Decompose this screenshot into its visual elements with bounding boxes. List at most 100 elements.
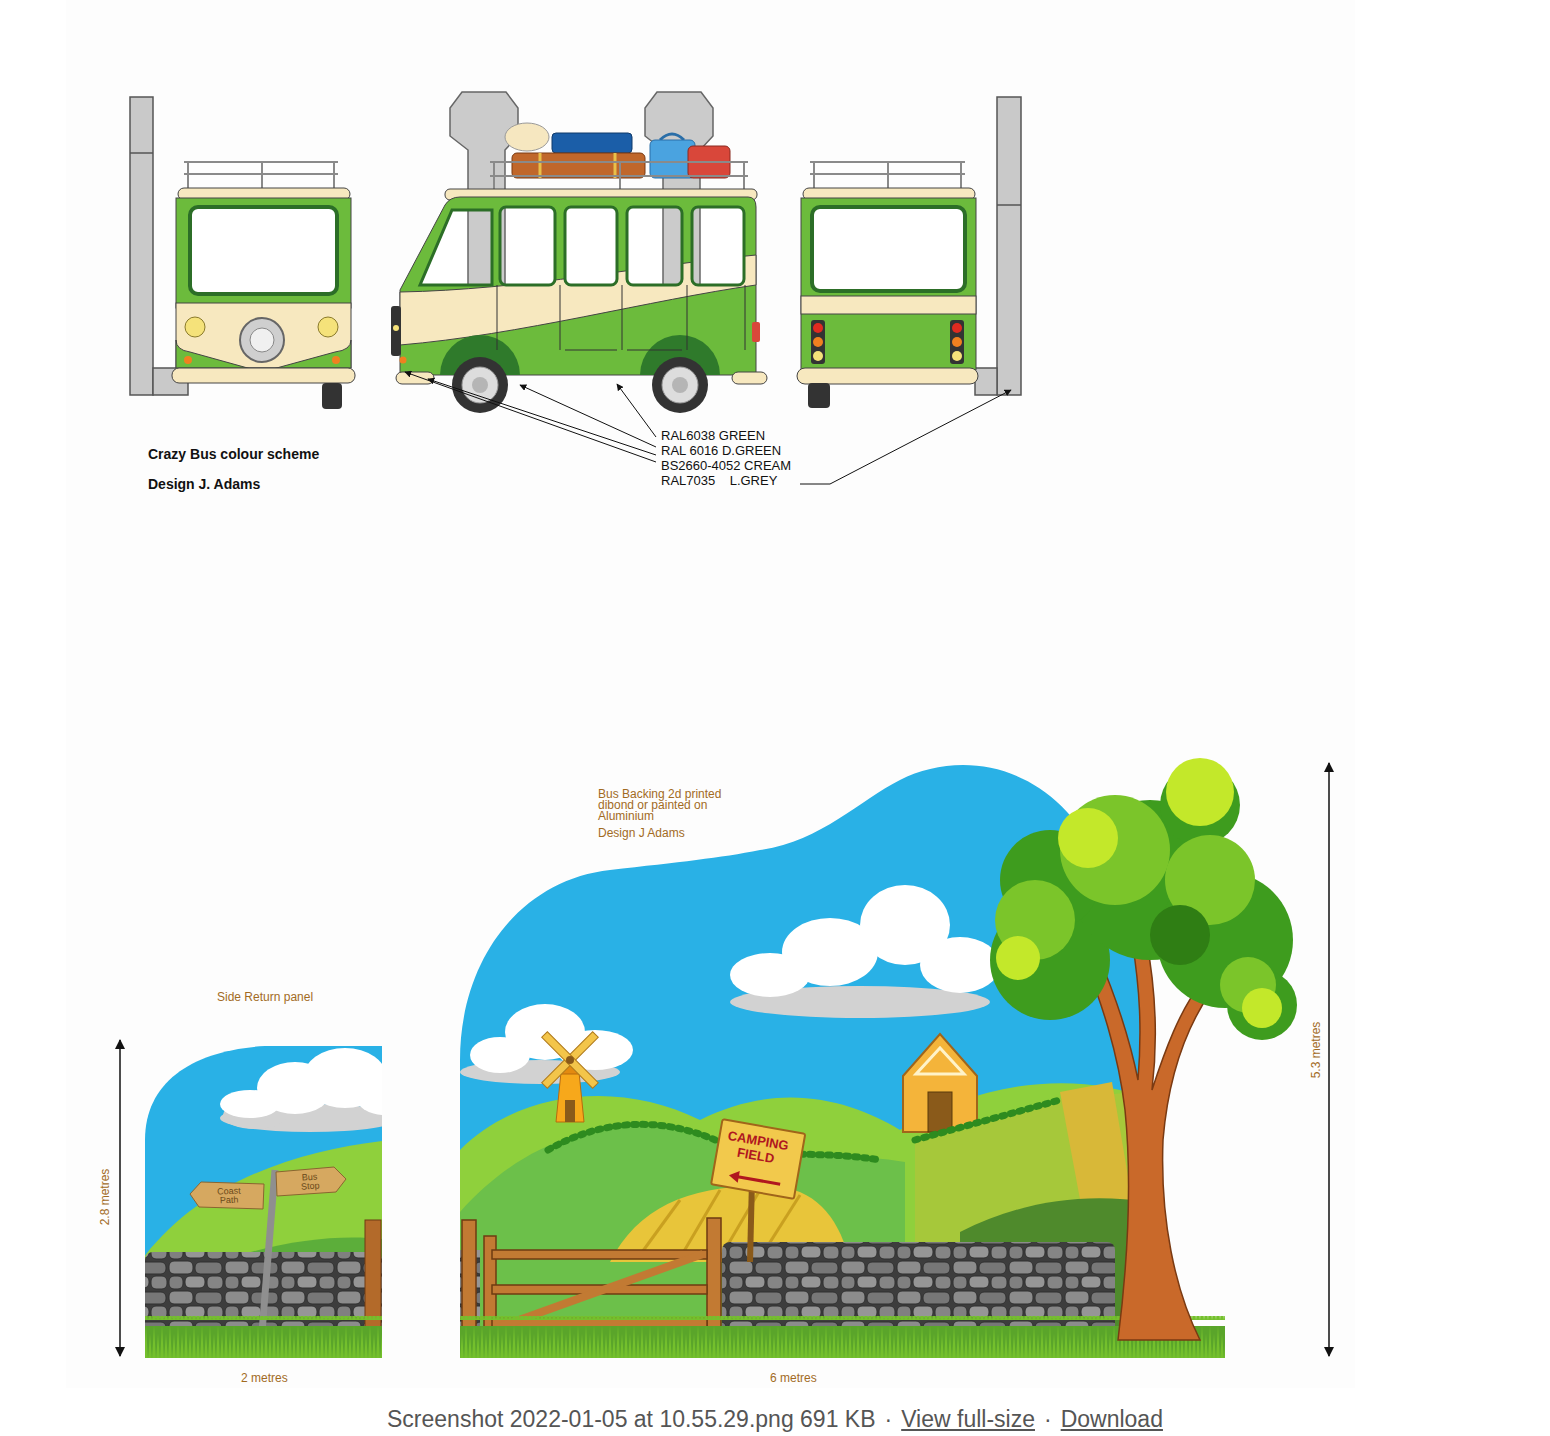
grey-pillar (130, 152, 153, 154)
caption-row: Screenshot 2022-01-05 at 10.55.29.png 69… (0, 1404, 1550, 1434)
bus-back-view (960, 162, 962, 190)
bus-back-view (810, 162, 965, 190)
side-return-panel (276, 1167, 346, 1196)
bus-backing-panel (455, 740, 1155, 1360)
bus-side-view (393, 325, 399, 331)
bus-front-view (184, 356, 192, 364)
bus-backing-panel (460, 1316, 1225, 1358)
side-return-panel (140, 1030, 415, 1360)
windmill (566, 1056, 574, 1064)
dimension-label: 2.8 metres (98, 1169, 112, 1226)
bus-side-view (752, 322, 760, 342)
panel-note: Bus Backing 2d printed dibond or painted… (598, 789, 722, 822)
bus-side-view (652, 357, 708, 413)
bus-front-view (184, 162, 338, 190)
bus-back-view (801, 198, 976, 370)
bus-back-view (813, 351, 823, 361)
bus-front-view (318, 317, 338, 337)
bus-backing-panel (1060, 1082, 1132, 1210)
dimension-label: 5.3 metres (1309, 1022, 1323, 1079)
sign-text: Bus Stop (292, 1172, 327, 1192)
barn (903, 1034, 977, 1132)
side-return-panel (140, 1030, 390, 1360)
designer-credit: Design J Adams (598, 826, 685, 840)
bus-front-view (190, 207, 337, 294)
bus-front-view (322, 383, 342, 409)
bus-front-view (332, 356, 340, 364)
bus-back-view (952, 351, 962, 361)
bus-side-view (743, 162, 745, 190)
grey-pillar (975, 368, 997, 395)
tree (996, 936, 1040, 980)
bus-back-view (808, 383, 830, 408)
bus-backing-panel (455, 740, 1155, 1360)
bus-front-view (261, 162, 263, 190)
bus-front-view (250, 328, 274, 352)
bus-front-view (187, 162, 189, 190)
side-return-panel (140, 1140, 390, 1360)
bus-back-view (812, 207, 965, 291)
bus-back-view (813, 337, 823, 347)
tree (995, 795, 1276, 1013)
side-return-panel (220, 1048, 415, 1118)
colour-code: BS2660-4052 CREAM (661, 458, 791, 473)
bus-back-view (813, 162, 815, 190)
screenshot-ground (66, 0, 1355, 1388)
bus-side-view (539, 153, 542, 178)
bus-side-view (462, 367, 498, 403)
colour-code: RAL6038 GREEN (661, 428, 765, 443)
bus-side-view (660, 134, 684, 140)
barn (928, 1092, 952, 1132)
separator-dot: · (885, 1406, 893, 1432)
barn (916, 1048, 964, 1074)
bus-back-view (811, 320, 825, 364)
bus-side-view (745, 285, 746, 350)
bus-front-view (333, 162, 335, 190)
bus-front-view (185, 317, 205, 337)
bus-front-view (172, 162, 355, 409)
bus-side-view (662, 367, 698, 403)
leader-line (405, 372, 656, 462)
tree (1166, 758, 1234, 826)
bus-back-view (952, 323, 962, 333)
leader-line (800, 390, 1011, 484)
bus-side-view (391, 306, 401, 356)
bus-side-view (552, 133, 632, 153)
grey-pillar (997, 97, 1021, 395)
leader-line (428, 379, 656, 455)
bus-back-view (801, 296, 976, 314)
bus-side-view (497, 285, 498, 350)
bus-side-view (672, 377, 688, 393)
download-link: Download (1061, 1406, 1163, 1432)
drawing-title: Crazy Bus colour scheme (148, 446, 319, 462)
side-return-panel (355, 1075, 415, 1115)
bus-side-view (400, 197, 756, 375)
bus-side-view (692, 207, 744, 285)
windmill (556, 1072, 584, 1122)
bus-side-view (420, 210, 492, 285)
bus-backing-panel (915, 1100, 1060, 1140)
bus-front-view (240, 318, 284, 362)
bus-side-view (687, 285, 688, 350)
dimension-arrow (1328, 763, 1330, 1356)
bus-side-view (645, 92, 713, 285)
bus-side-view (396, 372, 434, 384)
bus-backing-panel (640, 1200, 680, 1255)
view-link: View full-size (901, 1406, 1035, 1432)
camping-sign (711, 1119, 805, 1262)
dimension-arrow (120, 763, 1329, 1356)
windmill (542, 1032, 599, 1089)
bus-side-view (622, 285, 623, 350)
bus-side-view (565, 350, 617, 351)
camping-sign (711, 1119, 805, 1199)
side-return-panel (140, 1030, 415, 1360)
bus-back-view (950, 320, 964, 364)
bus-side-view (490, 162, 748, 190)
bus-side-view (565, 207, 617, 285)
camping-sign (711, 1119, 805, 1199)
bus-side-view (560, 285, 561, 350)
bus-side-view (732, 372, 767, 384)
bus-backing-panel (548, 1124, 880, 1160)
bus-side-view (493, 162, 495, 190)
windmill (565, 1100, 575, 1122)
